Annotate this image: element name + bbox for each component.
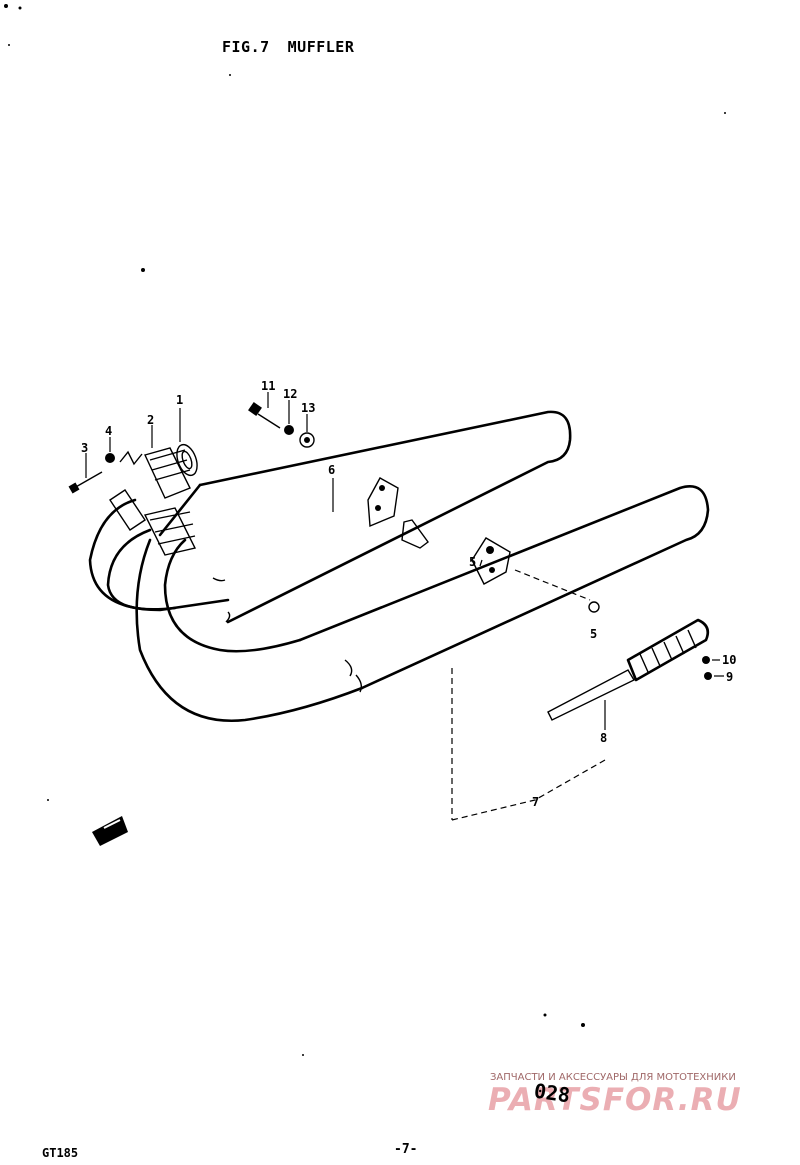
figure-number: FIG.7 xyxy=(222,38,270,56)
nut-13 xyxy=(299,432,315,448)
callout-11: 11 xyxy=(261,379,275,393)
callout-10: 10 xyxy=(722,653,736,667)
bolt-11 xyxy=(248,402,281,429)
callout-7: 7 xyxy=(532,795,539,809)
callout-4: 4 xyxy=(105,424,112,438)
washer-4 xyxy=(105,450,143,466)
tailpipe-insert-8 xyxy=(547,618,710,721)
page-number: -7- xyxy=(394,1142,418,1157)
callout-2: 2 xyxy=(147,413,154,427)
assembly-line-5 xyxy=(514,569,591,601)
figure-title: FIG.7 MUFFLER xyxy=(222,38,372,56)
watermark-tagline: ЗАПЧАСТИ И АКСЕССУАРЫ ДЛЯ МОТОТЕХНИКИ xyxy=(490,1072,736,1083)
screw-9 xyxy=(704,672,712,680)
washer-5 xyxy=(588,601,600,613)
callout-13: 13 xyxy=(301,401,315,415)
callout-5-washer: 5 xyxy=(590,627,597,641)
callout-9: 9 xyxy=(726,670,733,684)
muffler-lower xyxy=(135,485,710,723)
watermark-logo: PARTSFOR.RU xyxy=(488,1082,742,1118)
sheet-code: 028 xyxy=(532,1078,572,1108)
leader-lines xyxy=(85,392,724,730)
scan-specks xyxy=(4,4,726,1056)
callout-1: 1 xyxy=(176,393,183,407)
washer-10 xyxy=(702,656,710,664)
model-code: GT185 xyxy=(42,1146,79,1160)
bracket-line-7 xyxy=(451,759,606,821)
front-direction-arrow-icon xyxy=(92,816,128,846)
callout-12: 12 xyxy=(283,387,297,401)
callout-8: 8 xyxy=(600,731,607,745)
upper-mounting-bracket xyxy=(367,477,429,549)
lower-mounting-bracket xyxy=(471,537,511,585)
callout-3: 3 xyxy=(81,441,88,455)
exhaust-clamp-lower xyxy=(143,507,197,556)
bolt-3 xyxy=(68,471,103,494)
muffler-upper xyxy=(88,410,572,624)
gasket-1 xyxy=(176,443,198,477)
callout-6: 6 xyxy=(328,463,335,477)
callout-labels: 1 2 3 4 5 5 6 7 8 9 10 11 12 13 xyxy=(81,379,736,809)
callout-5-bracket: 5 xyxy=(469,555,476,569)
figure-name: MUFFLER xyxy=(287,38,355,56)
washer-12 xyxy=(284,425,294,435)
